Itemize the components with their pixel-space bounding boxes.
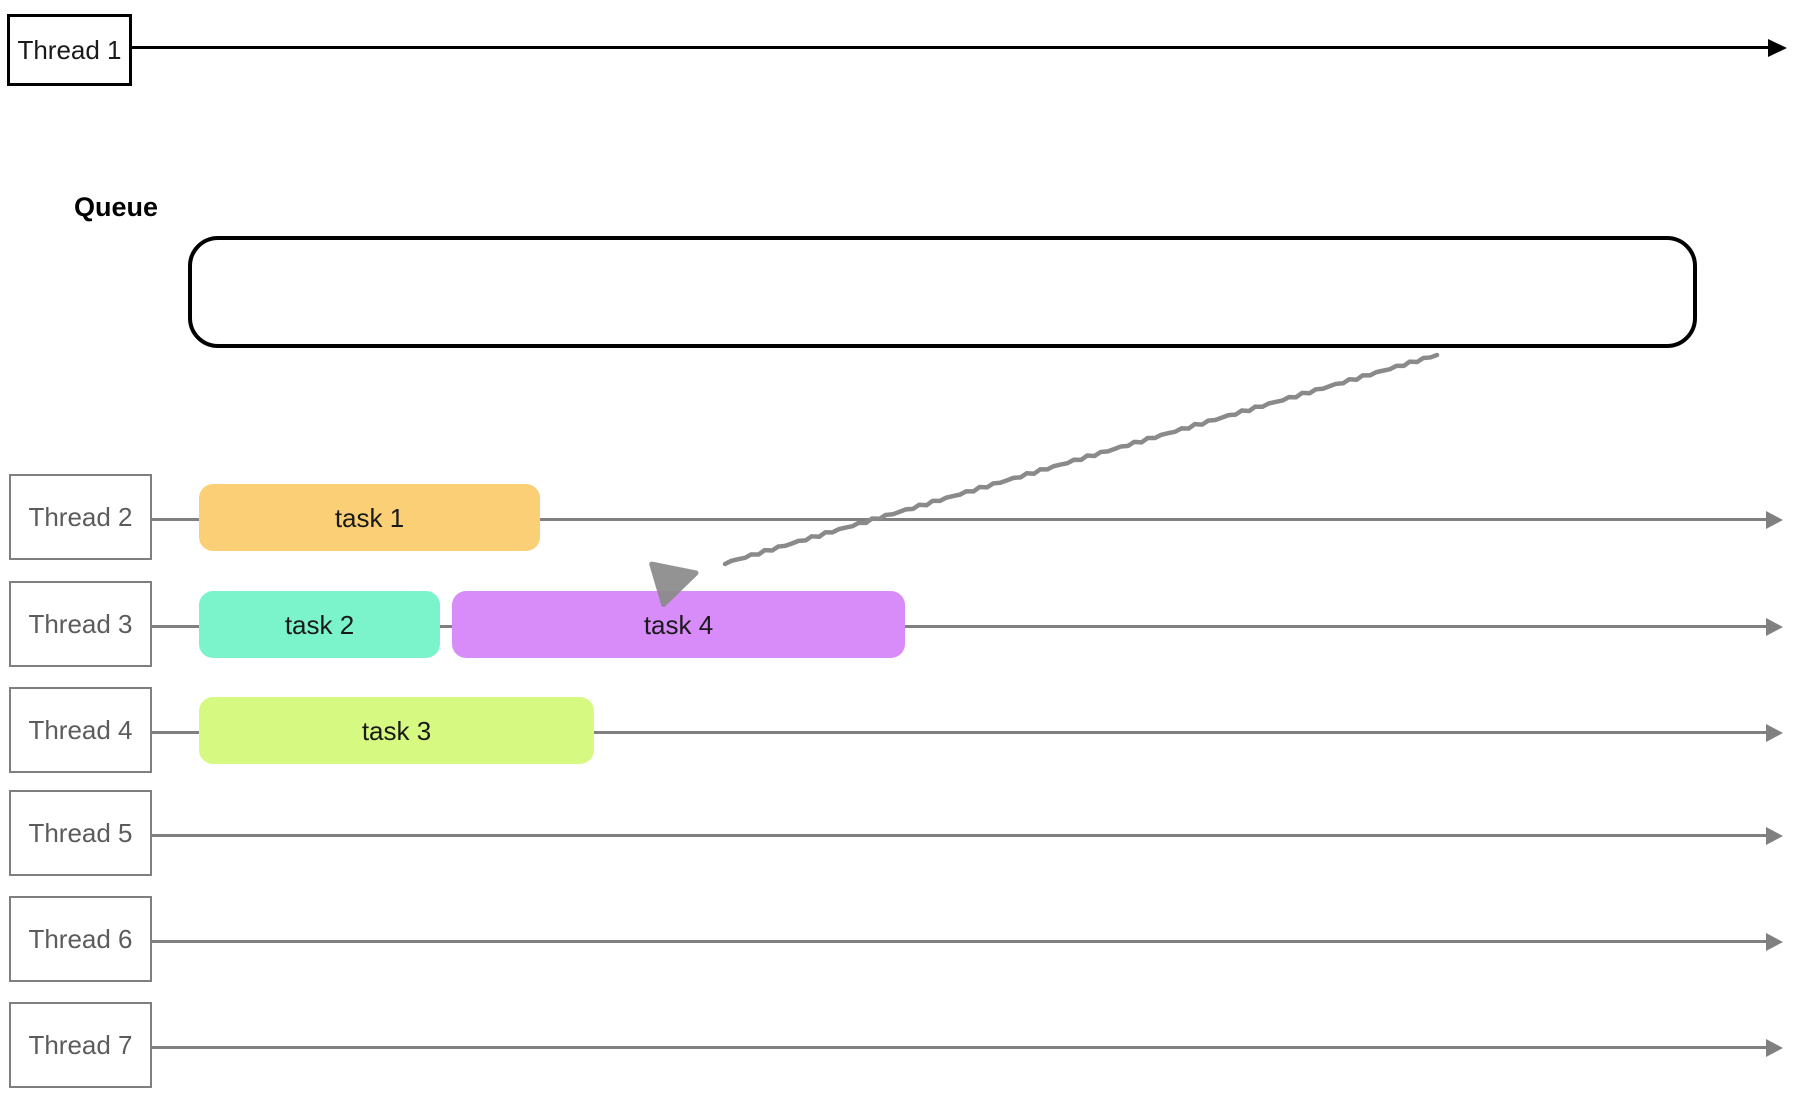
arrow-right-icon [1766, 618, 1783, 636]
thread-box-1[interactable]: Thread 1 [7, 14, 132, 86]
timeline-shaft [132, 46, 1768, 49]
timeline-shaft [152, 731, 1766, 734]
task-bar-task-4[interactable]: task 4 [452, 591, 905, 658]
task-bar-task-1[interactable]: task 1 [199, 484, 540, 551]
arrow-right-icon [1766, 827, 1783, 845]
thread-box-7[interactable]: Thread 7 [9, 1002, 152, 1088]
task-label: task 4 [643, 609, 714, 640]
timeline-shaft [152, 1046, 1766, 1049]
thread-label: Thread 4 [28, 715, 133, 745]
thread-label: Thread 6 [28, 924, 133, 954]
arrow-right-icon [1766, 511, 1783, 529]
arrow-right-icon [1766, 724, 1783, 742]
thread-box-6[interactable]: Thread 6 [9, 896, 152, 982]
thread-label: Thread 5 [28, 818, 133, 848]
timeline-shaft [152, 625, 1766, 628]
task-bar-task-2[interactable]: task 2 [199, 591, 440, 658]
timeline-shaft [152, 940, 1766, 943]
thread-box-4[interactable]: Thread 4 [9, 687, 152, 773]
thread-box-2[interactable]: Thread 2 [9, 474, 152, 560]
queue-title: Queue [74, 192, 159, 222]
task-bar-task-3[interactable]: task 3 [199, 697, 594, 764]
arrow-right-icon [1768, 39, 1787, 57]
thread-box-3[interactable]: Thread 3 [9, 581, 152, 667]
thread-label: Thread 3 [28, 609, 133, 639]
task-label: task 2 [284, 609, 355, 640]
task-label: task 1 [334, 502, 405, 533]
thread-label: Thread 1 [17, 35, 122, 65]
timeline-shaft [152, 834, 1766, 837]
transfer-arrow-shaft [722, 352, 1440, 567]
task-label: task 3 [361, 715, 432, 746]
thread-label: Thread 7 [28, 1030, 133, 1060]
thread-label: Thread 2 [28, 502, 133, 532]
queue-container[interactable] [188, 236, 1697, 348]
arrow-right-icon [1766, 1039, 1783, 1057]
thread-box-5[interactable]: Thread 5 [9, 790, 152, 876]
arrow-right-icon [1766, 933, 1783, 951]
